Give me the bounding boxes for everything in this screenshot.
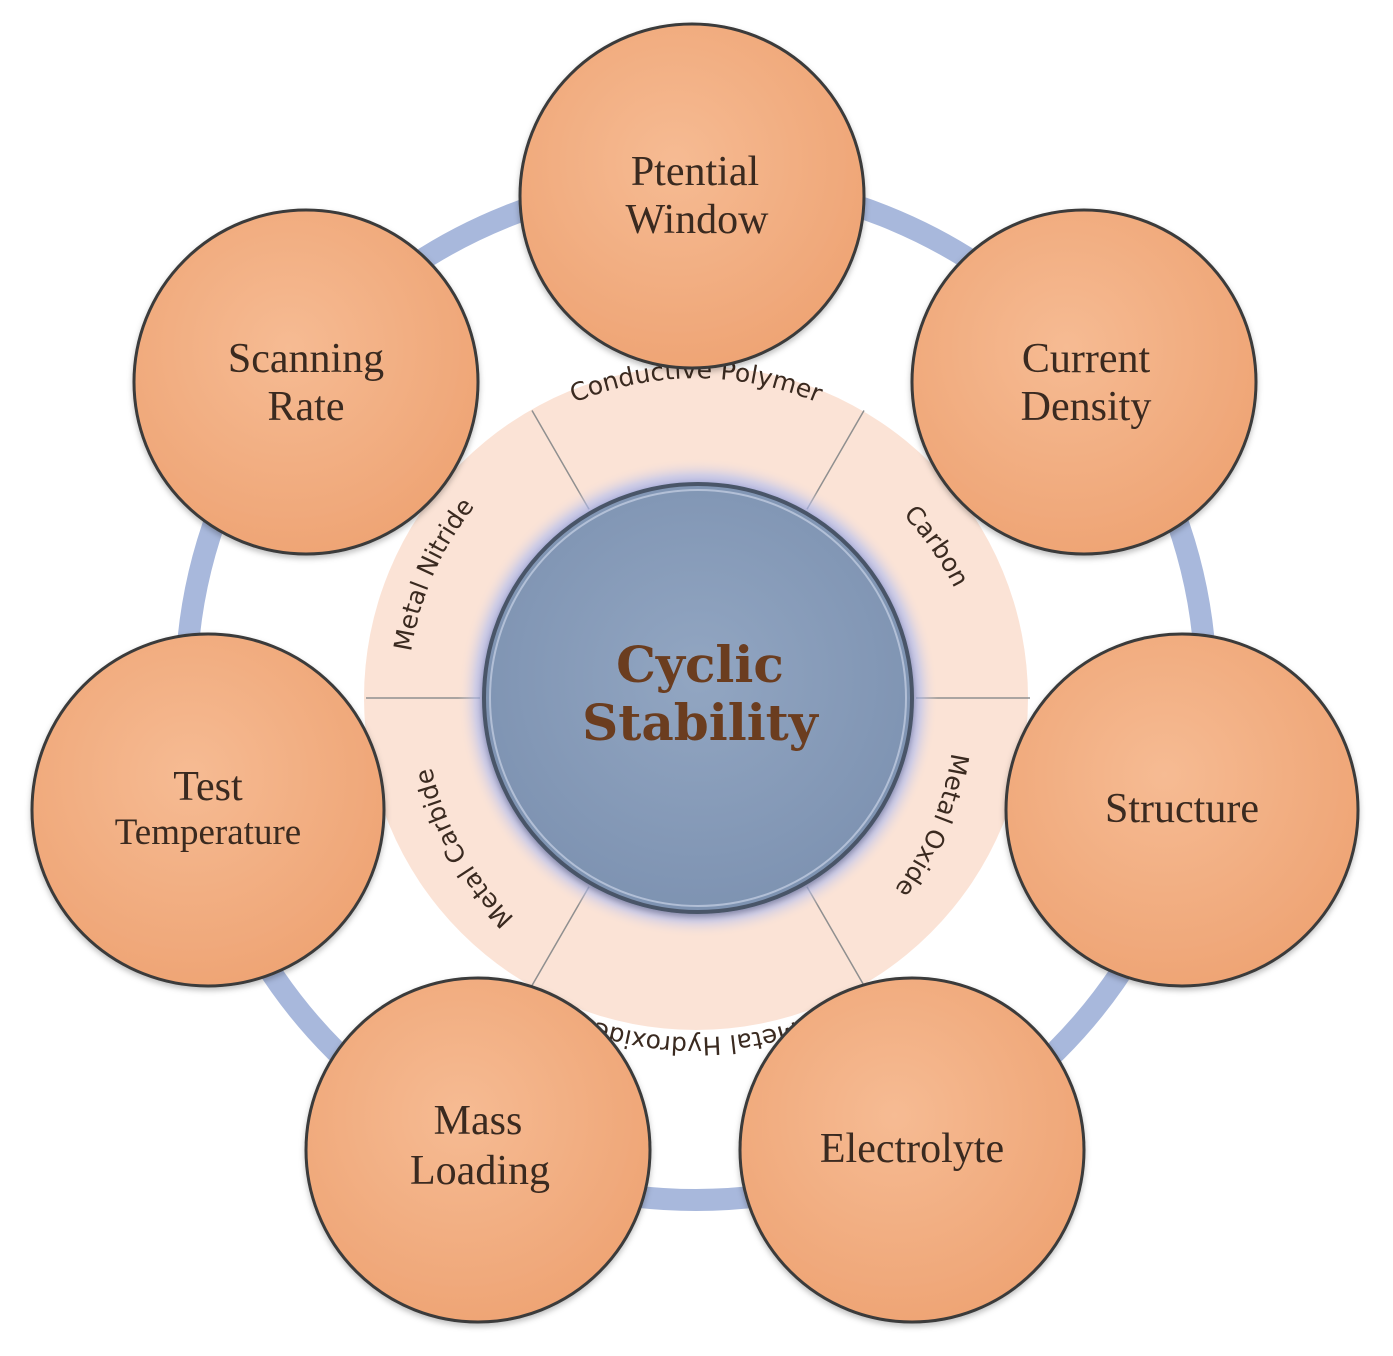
factor-scanning-rate: Scanning Rate (132, 208, 480, 556)
center-title-line-1: Cyclic (616, 635, 784, 694)
factor-label-line-2: Rate (268, 384, 345, 430)
factor-label-line-1: Structure (1105, 786, 1259, 832)
factor-circle (132, 208, 480, 556)
factor-current-density: Current Density (910, 208, 1258, 556)
center-disc (482, 482, 914, 914)
center-title-line-2: Stability (582, 693, 820, 752)
factor-test-temperature: Test Temperature (30, 632, 386, 988)
factor-circle (910, 208, 1258, 556)
factor-label-line-1: Electrolyte (820, 1126, 1004, 1172)
factor-circle (518, 22, 866, 370)
factor-label-line-1: Mass (434, 1098, 523, 1144)
factor-circle (30, 632, 386, 988)
factor-label-line-2: Density (1021, 384, 1152, 430)
factor-electrolyte: Electrolyte (738, 976, 1086, 1324)
factor-circle (1004, 632, 1360, 988)
factor-label-line-1: Ptential (631, 149, 759, 195)
factor-label-line-2: Temperature (115, 812, 301, 853)
factor-label-line-1: Scanning (228, 336, 384, 382)
factor-mass-loading: Mass Loading (304, 976, 652, 1324)
factor-label-line-1: Test (173, 764, 243, 810)
factor-circle (304, 976, 652, 1324)
center-disc-highlight (489, 489, 907, 907)
factor-potential-window: Ptential Window (518, 22, 866, 370)
factor-circle (738, 976, 1086, 1324)
factor-label-line-1: Current (1022, 336, 1151, 382)
factor-structure: Structure (1004, 632, 1360, 988)
factor-label-line-2: Window (626, 197, 770, 243)
factor-label-line-2: Loading (410, 1148, 550, 1194)
